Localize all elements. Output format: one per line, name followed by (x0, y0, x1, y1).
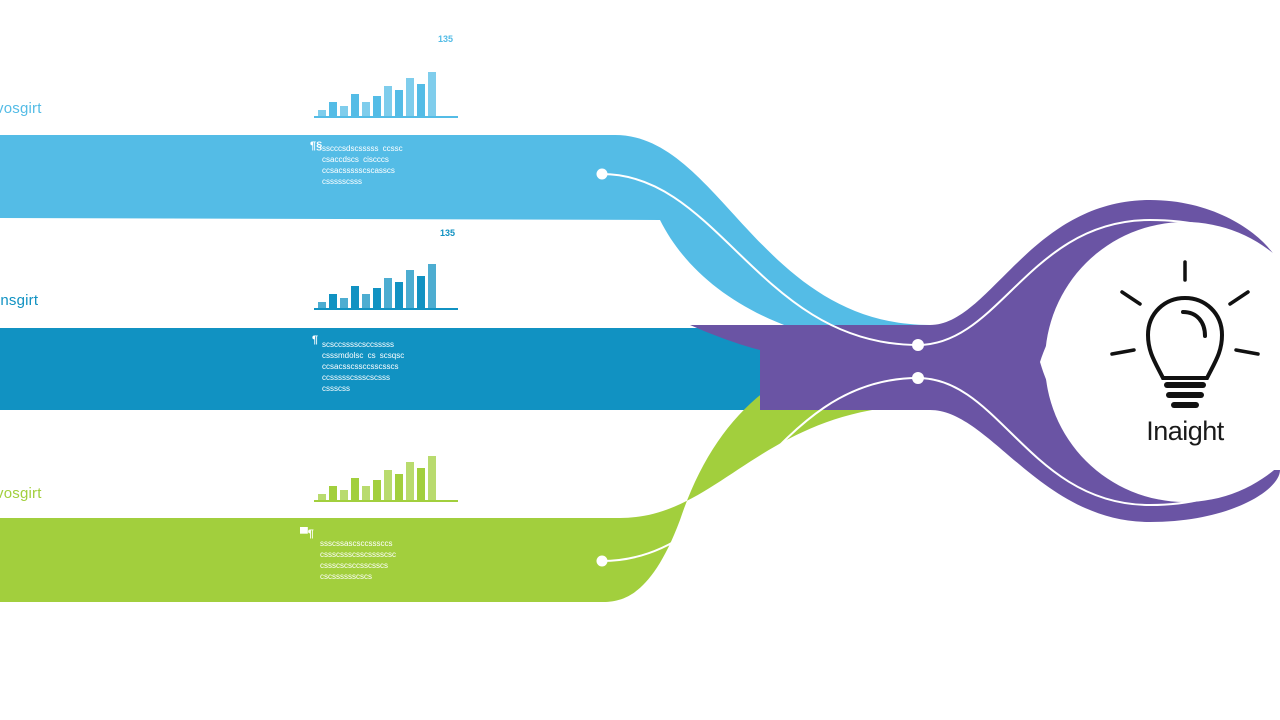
chart-bar (340, 298, 348, 308)
bar-chart-icon (314, 72, 458, 118)
chart-bar (329, 102, 337, 116)
chart-bar (351, 94, 359, 116)
chart-bar (362, 102, 370, 116)
row-text-1: sscccsdscsssss ccssc csaccdscs ciscccs c… (322, 143, 462, 187)
chart-bar (395, 474, 403, 500)
chart-tag-2: 135 (440, 228, 456, 238)
chart-bar (417, 468, 425, 500)
band-middle (0, 328, 940, 410)
text-line: cssssscsss (322, 177, 362, 186)
chart-bar (428, 264, 436, 308)
row-text-3: ssscssascsccsssccs cssscssscsscsssscsc c… (320, 538, 460, 582)
chart-bar (406, 462, 414, 500)
chart-tag-1: 135 (438, 34, 454, 44)
text-line: cscsssssscscs (320, 572, 372, 581)
node-dot (912, 372, 924, 384)
text-line: sscccsdscsssss ccssc (322, 144, 403, 153)
text-line: ccssssscssscscsss (322, 373, 390, 382)
connector-top (601, 173, 919, 346)
text-line: ccsacssssscscasscs (322, 166, 395, 175)
lightbulb-icon (1110, 260, 1260, 408)
chart-bar (395, 90, 403, 116)
chart-bar (318, 494, 326, 500)
chart-bar (373, 480, 381, 500)
text-line: csaccdscs ciscccs (322, 155, 389, 164)
band-bottom (0, 345, 920, 602)
row-label-2: Insgirt (0, 292, 39, 309)
chart-bar (384, 470, 392, 500)
chart-bar (417, 84, 425, 116)
band-top (0, 135, 930, 350)
chart-bar (340, 106, 348, 116)
chart-bar (428, 72, 436, 116)
row-text-2: scsccsssscsccsssss csssmdolsc cs scsqsc … (322, 339, 462, 394)
connector-bottom (601, 377, 919, 562)
connector-to-bulb-top (917, 218, 1280, 346)
text-line: cssscss (322, 384, 350, 393)
text-line: ssscssascsccsssccs (320, 539, 393, 548)
bar-chart-icon (314, 456, 458, 502)
text-line: ccsacsscssccsscsscs (322, 362, 399, 371)
row-marker-2: ¶ (312, 334, 319, 346)
chart-bar (428, 456, 436, 500)
row-marker-3: ▀¶ (300, 528, 314, 540)
chart-bar (384, 86, 392, 116)
chart-bar (362, 294, 370, 308)
chart-bar (351, 478, 359, 500)
chart-bar (373, 96, 381, 116)
row-label-3: vosgirt (0, 485, 42, 502)
chart-bar (329, 294, 337, 308)
text-line: csssmdolsc cs scsqsc (322, 351, 405, 360)
chart-bar (395, 282, 403, 308)
chart-bar (351, 286, 359, 308)
text-line: cssscscsccsscsscs (320, 561, 388, 570)
chart-bar (406, 78, 414, 116)
row-marker-1: ¶§ (310, 140, 323, 152)
node-dot (596, 168, 608, 180)
chart-bar (318, 110, 326, 116)
chart-bar (373, 288, 381, 308)
row-label-1: vosgirt (0, 100, 42, 117)
bar-chart-icon (314, 264, 458, 310)
chart-bar (329, 486, 337, 500)
insight-label: Inaight (1146, 416, 1224, 446)
node-dot (912, 339, 924, 351)
connector-to-bulb-bottom (917, 377, 1280, 507)
node-dot (596, 555, 608, 567)
chart-bar (406, 270, 414, 308)
text-line: cssscssscsscsssscsc (320, 550, 396, 559)
chart-bar (384, 278, 392, 308)
chart-bar (362, 486, 370, 500)
text-line: scsccsssscsccsssss (322, 340, 394, 349)
chart-bar (340, 490, 348, 500)
chart-bar (318, 302, 326, 308)
chart-bar (417, 276, 425, 308)
